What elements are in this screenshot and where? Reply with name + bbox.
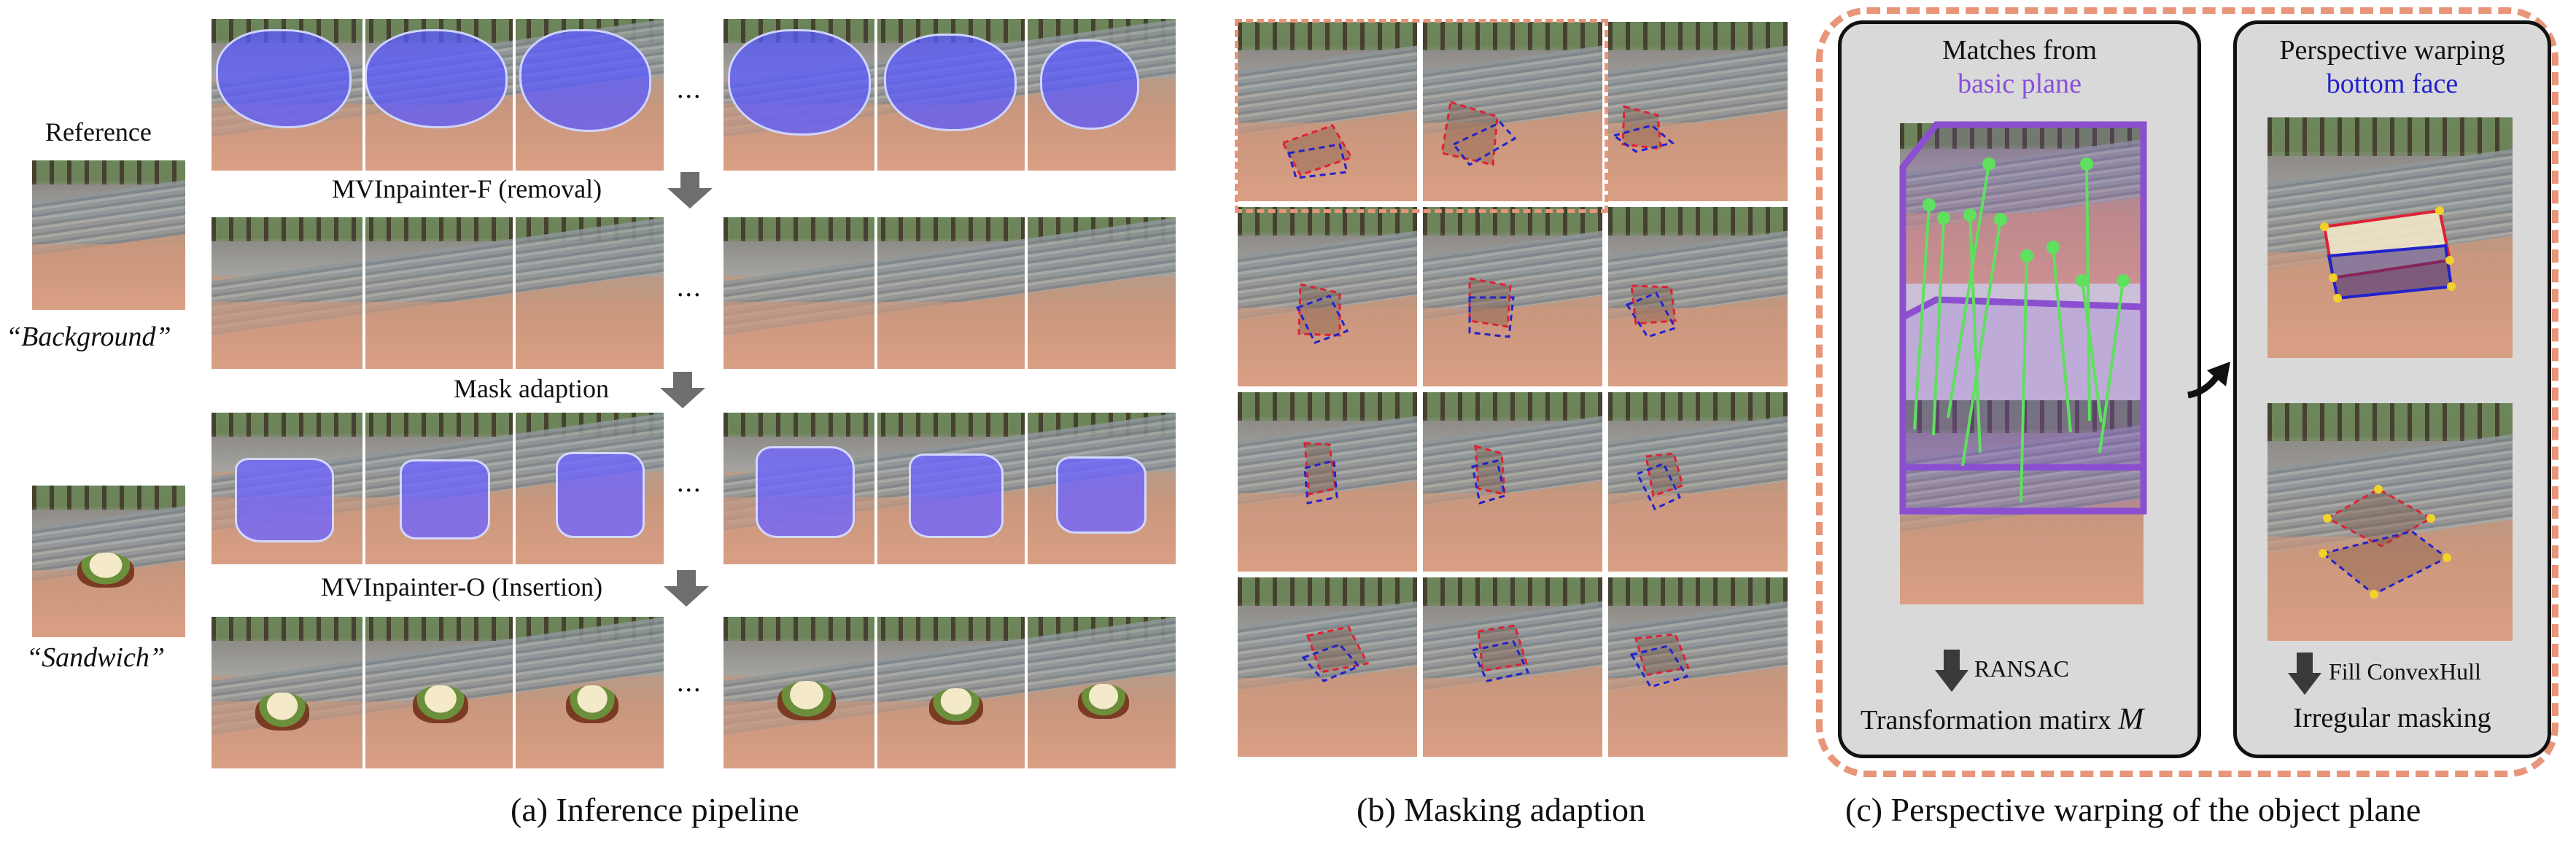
masked-frame xyxy=(1608,22,1788,201)
curved-arrow-icon xyxy=(2187,362,2230,399)
adapted-mask-blob xyxy=(556,452,645,538)
plane-overlays xyxy=(1281,101,1691,688)
frame xyxy=(212,217,664,369)
down-arrow-icon xyxy=(660,372,705,408)
masked-frame xyxy=(1423,577,1602,757)
object-mask-blob xyxy=(884,34,1017,131)
object-mask-blob xyxy=(1040,39,1139,130)
adapted-mask-blob xyxy=(1056,456,1147,534)
down-arrow-icon xyxy=(2288,653,2321,695)
inserted-sandwich xyxy=(929,688,983,725)
inserted-sandwich xyxy=(777,681,836,720)
warping-title-line2: bottom face xyxy=(2326,69,2459,99)
bottom-plane-overlay xyxy=(1301,624,1691,688)
inserted-sandwich xyxy=(255,693,309,731)
sandwich-object xyxy=(77,553,134,588)
masked-frame xyxy=(1608,392,1788,572)
adapted-mask-blob xyxy=(235,458,334,542)
caption-a: (a) Inference pipeline xyxy=(511,791,799,828)
object-mask-blob xyxy=(519,29,651,132)
bottom-plane-overlay xyxy=(1295,277,1677,344)
adapted-mask-blob xyxy=(400,459,490,540)
sandwich-label: “Sandwich” xyxy=(26,642,166,673)
masked-frame xyxy=(1238,577,1417,757)
warping-title-line1: Perspective warping xyxy=(2279,35,2505,66)
irregular-masking-label: Irregular masking xyxy=(2293,703,2491,733)
warping-panel: Perspective warping bottom face Fill Con… xyxy=(2233,20,2551,758)
caption-c: (c) Perspective warping of the object pl… xyxy=(1845,791,2421,828)
matches-panel: Matches from basic plane xyxy=(1838,20,2201,758)
masked-frame xyxy=(1238,22,1417,201)
outer-dashed-frame xyxy=(1816,7,2558,777)
highlight-dashed-box xyxy=(1235,19,1608,213)
matches-title-line2: basic plane xyxy=(1958,69,2082,99)
fill-convexhull-label: Fill ConvexHull xyxy=(2329,658,2481,685)
bottom-plane-overlay xyxy=(1303,442,1684,510)
warped-object-overlay xyxy=(2320,206,2456,303)
down-arrow-icon xyxy=(667,172,713,209)
ellipsis: ... xyxy=(677,272,702,303)
frame xyxy=(723,217,1176,369)
ellipsis: ... xyxy=(677,467,702,498)
masked-frame xyxy=(1423,22,1602,201)
step-insertion-label: MVInpainter-O (Insertion) xyxy=(321,572,603,601)
inserted-sandwich xyxy=(413,685,468,723)
masked-frame xyxy=(1423,392,1602,572)
reference-background-image xyxy=(32,160,185,310)
object-mask-blob xyxy=(728,29,871,136)
irregular-mask-image xyxy=(2267,403,2513,641)
ellipsis: ... xyxy=(677,667,702,698)
ransac-label: RANSAC xyxy=(1974,655,2069,682)
feature-matches xyxy=(1899,121,2147,515)
matches-title-line1: Matches from xyxy=(1941,35,2098,66)
adapted-mask-blob xyxy=(909,453,1004,538)
reference-sandwich-image xyxy=(32,486,185,637)
down-arrow-icon xyxy=(664,570,709,607)
adapted-mask-blob xyxy=(756,446,855,538)
step-mask-adaption-label: Mask adaption xyxy=(454,374,609,403)
object-mask-blob xyxy=(365,29,508,128)
masked-frame xyxy=(1608,207,1788,386)
background-label: “Background” xyxy=(6,322,171,352)
caption-b: (b) Masking adaption xyxy=(1357,791,1646,828)
matrix-symbol: M xyxy=(2118,703,2144,736)
transformation-matrix-label: Transformation matirx M xyxy=(1861,703,2144,736)
object-mask-blob xyxy=(216,29,352,128)
irregular-mask-overlay xyxy=(2319,485,2451,599)
ellipsis: ... xyxy=(677,74,702,104)
inserted-sandwich xyxy=(566,685,618,723)
down-arrow-icon xyxy=(1935,650,1968,692)
masked-frame xyxy=(1423,207,1602,386)
reference-label: Reference xyxy=(45,117,152,147)
bottom-plane-overlay xyxy=(1281,101,1675,179)
inserted-sandwich xyxy=(1078,684,1129,719)
masked-frame xyxy=(1238,392,1417,572)
step-removal-label: MVInpainter-F (removal) xyxy=(332,174,602,203)
